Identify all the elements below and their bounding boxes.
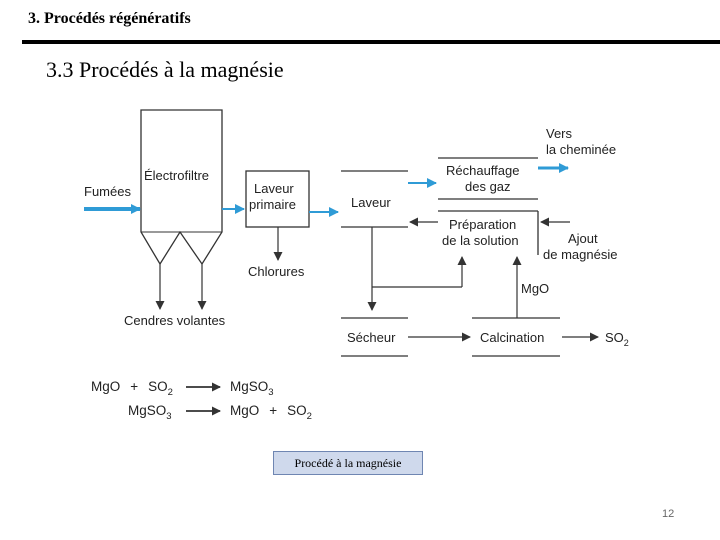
label-des-gaz: des gaz [465,179,511,194]
label-rechauffage: Réchauffage [446,163,520,178]
label-de-magnesie: de magnésie [543,247,617,262]
header-title: 3. Procédés régénératifs [28,10,191,27]
reaction-2-right: MgO+SO2 [230,403,312,422]
label-mgo: MgO [521,281,549,296]
section-title: 3.3 Procédés à la magnésie [46,57,284,82]
figure-caption: Procédé à la magnésie [273,451,423,475]
reaction-1-right: MgSO3 [230,379,274,398]
label-preparation: Préparation [449,217,516,232]
header-rule [22,40,720,44]
label-fumees: Fumées [84,184,131,199]
label-cendres-volantes: Cendres volantes [124,313,226,328]
label-de-la-solution: de la solution [442,233,519,248]
label-ajout: Ajout [568,231,598,246]
label-secheur: Sécheur [347,330,396,345]
label-laveur: Laveur [351,195,391,210]
label-calcination: Calcination [480,330,544,345]
label-vers: Vers [546,126,573,141]
reaction-2-left: MgSO3 [128,403,172,422]
label-so2-output: SO2 [605,330,629,348]
reaction-1-left: MgO+SO2 [91,379,173,398]
label-laveur-primaire-2: primaire [249,197,296,212]
label-electrofiltre: Électrofiltre [144,168,209,183]
label-laveur-primaire-1: Laveur [254,181,294,196]
label-la-cheminee: la cheminée [546,142,616,157]
page-number: 12 [662,508,675,520]
label-chlorures: Chlorures [248,264,305,279]
electrofilter-shape [140,109,223,266]
primary-scrubber-box [245,170,310,228]
